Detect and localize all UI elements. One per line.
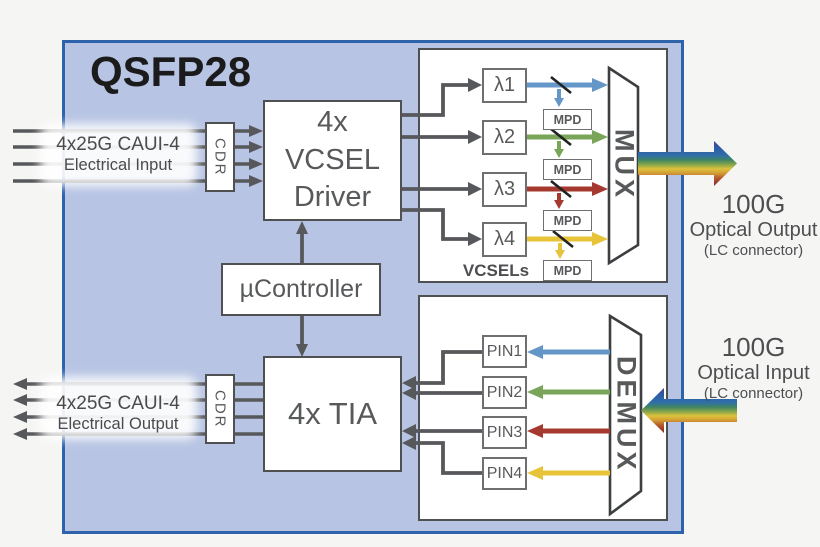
mpd-tap-splitters	[550, 75, 574, 259]
cdr-output-block: CDR	[205, 374, 235, 444]
pin-to-tia-lines	[402, 350, 483, 475]
driver-to-vcsel-lines	[402, 78, 482, 246]
demux-shape	[608, 313, 643, 517]
optical-output-text: Optical Output	[689, 218, 818, 241]
mpd1-block: MPD	[543, 109, 592, 130]
electrical-output-line1: 4x25G CAUI-4	[56, 393, 180, 414]
pin1-photodiode: PIN1	[482, 335, 527, 368]
electrical-input-label: 4x25G CAUI-4 Electrical Input	[33, 134, 203, 175]
lambda3-vcsel: λ3	[482, 172, 527, 207]
electrical-output-line2: Electrical Output	[57, 415, 179, 433]
optical-input-text: Optical Input	[697, 361, 810, 384]
ucontroller-arrows	[296, 221, 308, 357]
optical-input-connector: (LC connector)	[703, 384, 804, 402]
electrical-output-label: 4x25G CAUI-4 Electrical Output	[33, 393, 203, 434]
vcsels-label: VCSELs	[462, 261, 530, 280]
mpd2-block: MPD	[543, 159, 592, 180]
lambda2-vcsel: λ2	[482, 120, 527, 155]
vcsel-driver-block: 4x VCSEL Driver	[263, 100, 402, 221]
input-label-glow	[40, 124, 197, 186]
tia-block: 4x TIA	[263, 356, 402, 472]
optical-output-rate: 100G	[721, 189, 786, 219]
lambda4-vcsel: λ4	[482, 222, 527, 257]
ucontroller-block: µController	[221, 263, 381, 316]
driver-line3: Driver	[293, 181, 372, 214]
electrical-input-line1: 4x25G CAUI-4	[56, 134, 180, 155]
pin4-photodiode: PIN4	[482, 457, 527, 490]
driver-line2: VCSEL	[284, 143, 381, 176]
optical-output-arrow	[638, 141, 737, 186]
driver-line1: 4x	[317, 105, 348, 138]
module-title: QSFP28	[90, 48, 252, 95]
lambda1-vcsel: λ1	[482, 68, 527, 103]
mux-label: MUX	[609, 129, 640, 201]
mpd4-block: MPD	[543, 260, 592, 281]
optical-input-label: 100G Optical Input (LC connector)	[688, 333, 819, 403]
pin3-photodiode: PIN3	[482, 416, 527, 449]
mux-shape	[607, 65, 640, 266]
cdr-input-block: CDR	[205, 122, 235, 192]
output-label-glow	[40, 377, 197, 439]
electrical-input-line2: Electrical Input	[63, 156, 173, 174]
optical-input-rate: 100G	[721, 332, 786, 362]
optical-output-label: 100G Optical Output (LC connector)	[688, 190, 819, 260]
demux-label: DEMUX	[611, 356, 642, 474]
mpd3-block: MPD	[543, 210, 592, 231]
pin2-photodiode: PIN2	[482, 376, 527, 409]
rx-channel-arrows	[527, 345, 610, 480]
optical-input-arrow	[641, 388, 737, 433]
optical-output-connector: (LC connector)	[703, 241, 804, 259]
